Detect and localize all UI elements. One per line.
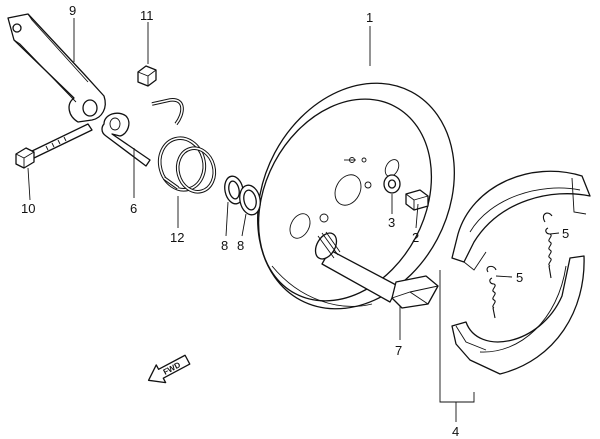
bolt — [405, 189, 429, 211]
callout-8-right: 8 — [237, 238, 244, 253]
callout-3: 3 — [388, 215, 395, 230]
return-spring — [151, 98, 217, 194]
callout-7: 7 — [395, 343, 402, 358]
callout-2: 2 — [412, 230, 419, 245]
wear-indicator-plate — [101, 112, 151, 167]
washer — [383, 174, 401, 194]
nut — [137, 65, 157, 87]
brake-cam-shaft — [314, 231, 439, 309]
brake-shoe-upper — [451, 170, 591, 271]
callout-9: 9 — [69, 3, 76, 18]
arm-bolt — [15, 123, 93, 169]
callout-12: 12 — [170, 230, 184, 245]
seal-ring-b — [239, 184, 261, 216]
callout-labels: 1 2 3 4 5 5 6 7 8 8 9 10 11 12 — [21, 3, 569, 439]
brake-shoe-lower — [451, 255, 585, 375]
leader-lines — [27, 18, 560, 422]
brake-panel — [257, 82, 455, 310]
callout-5-upper: 5 — [562, 226, 569, 241]
callout-4: 4 — [452, 424, 459, 439]
callout-8-left: 8 — [221, 238, 228, 253]
callout-11: 11 — [140, 8, 154, 23]
callout-10: 10 — [21, 201, 35, 216]
fwd-arrow: FWD — [147, 354, 191, 384]
callout-6: 6 — [130, 201, 137, 216]
callout-5-lower: 5 — [516, 270, 523, 285]
brake-arm — [7, 13, 106, 123]
callout-1: 1 — [366, 10, 373, 25]
shoe-spring-upper — [542, 212, 553, 279]
shoe-spring-lower — [486, 265, 497, 319]
